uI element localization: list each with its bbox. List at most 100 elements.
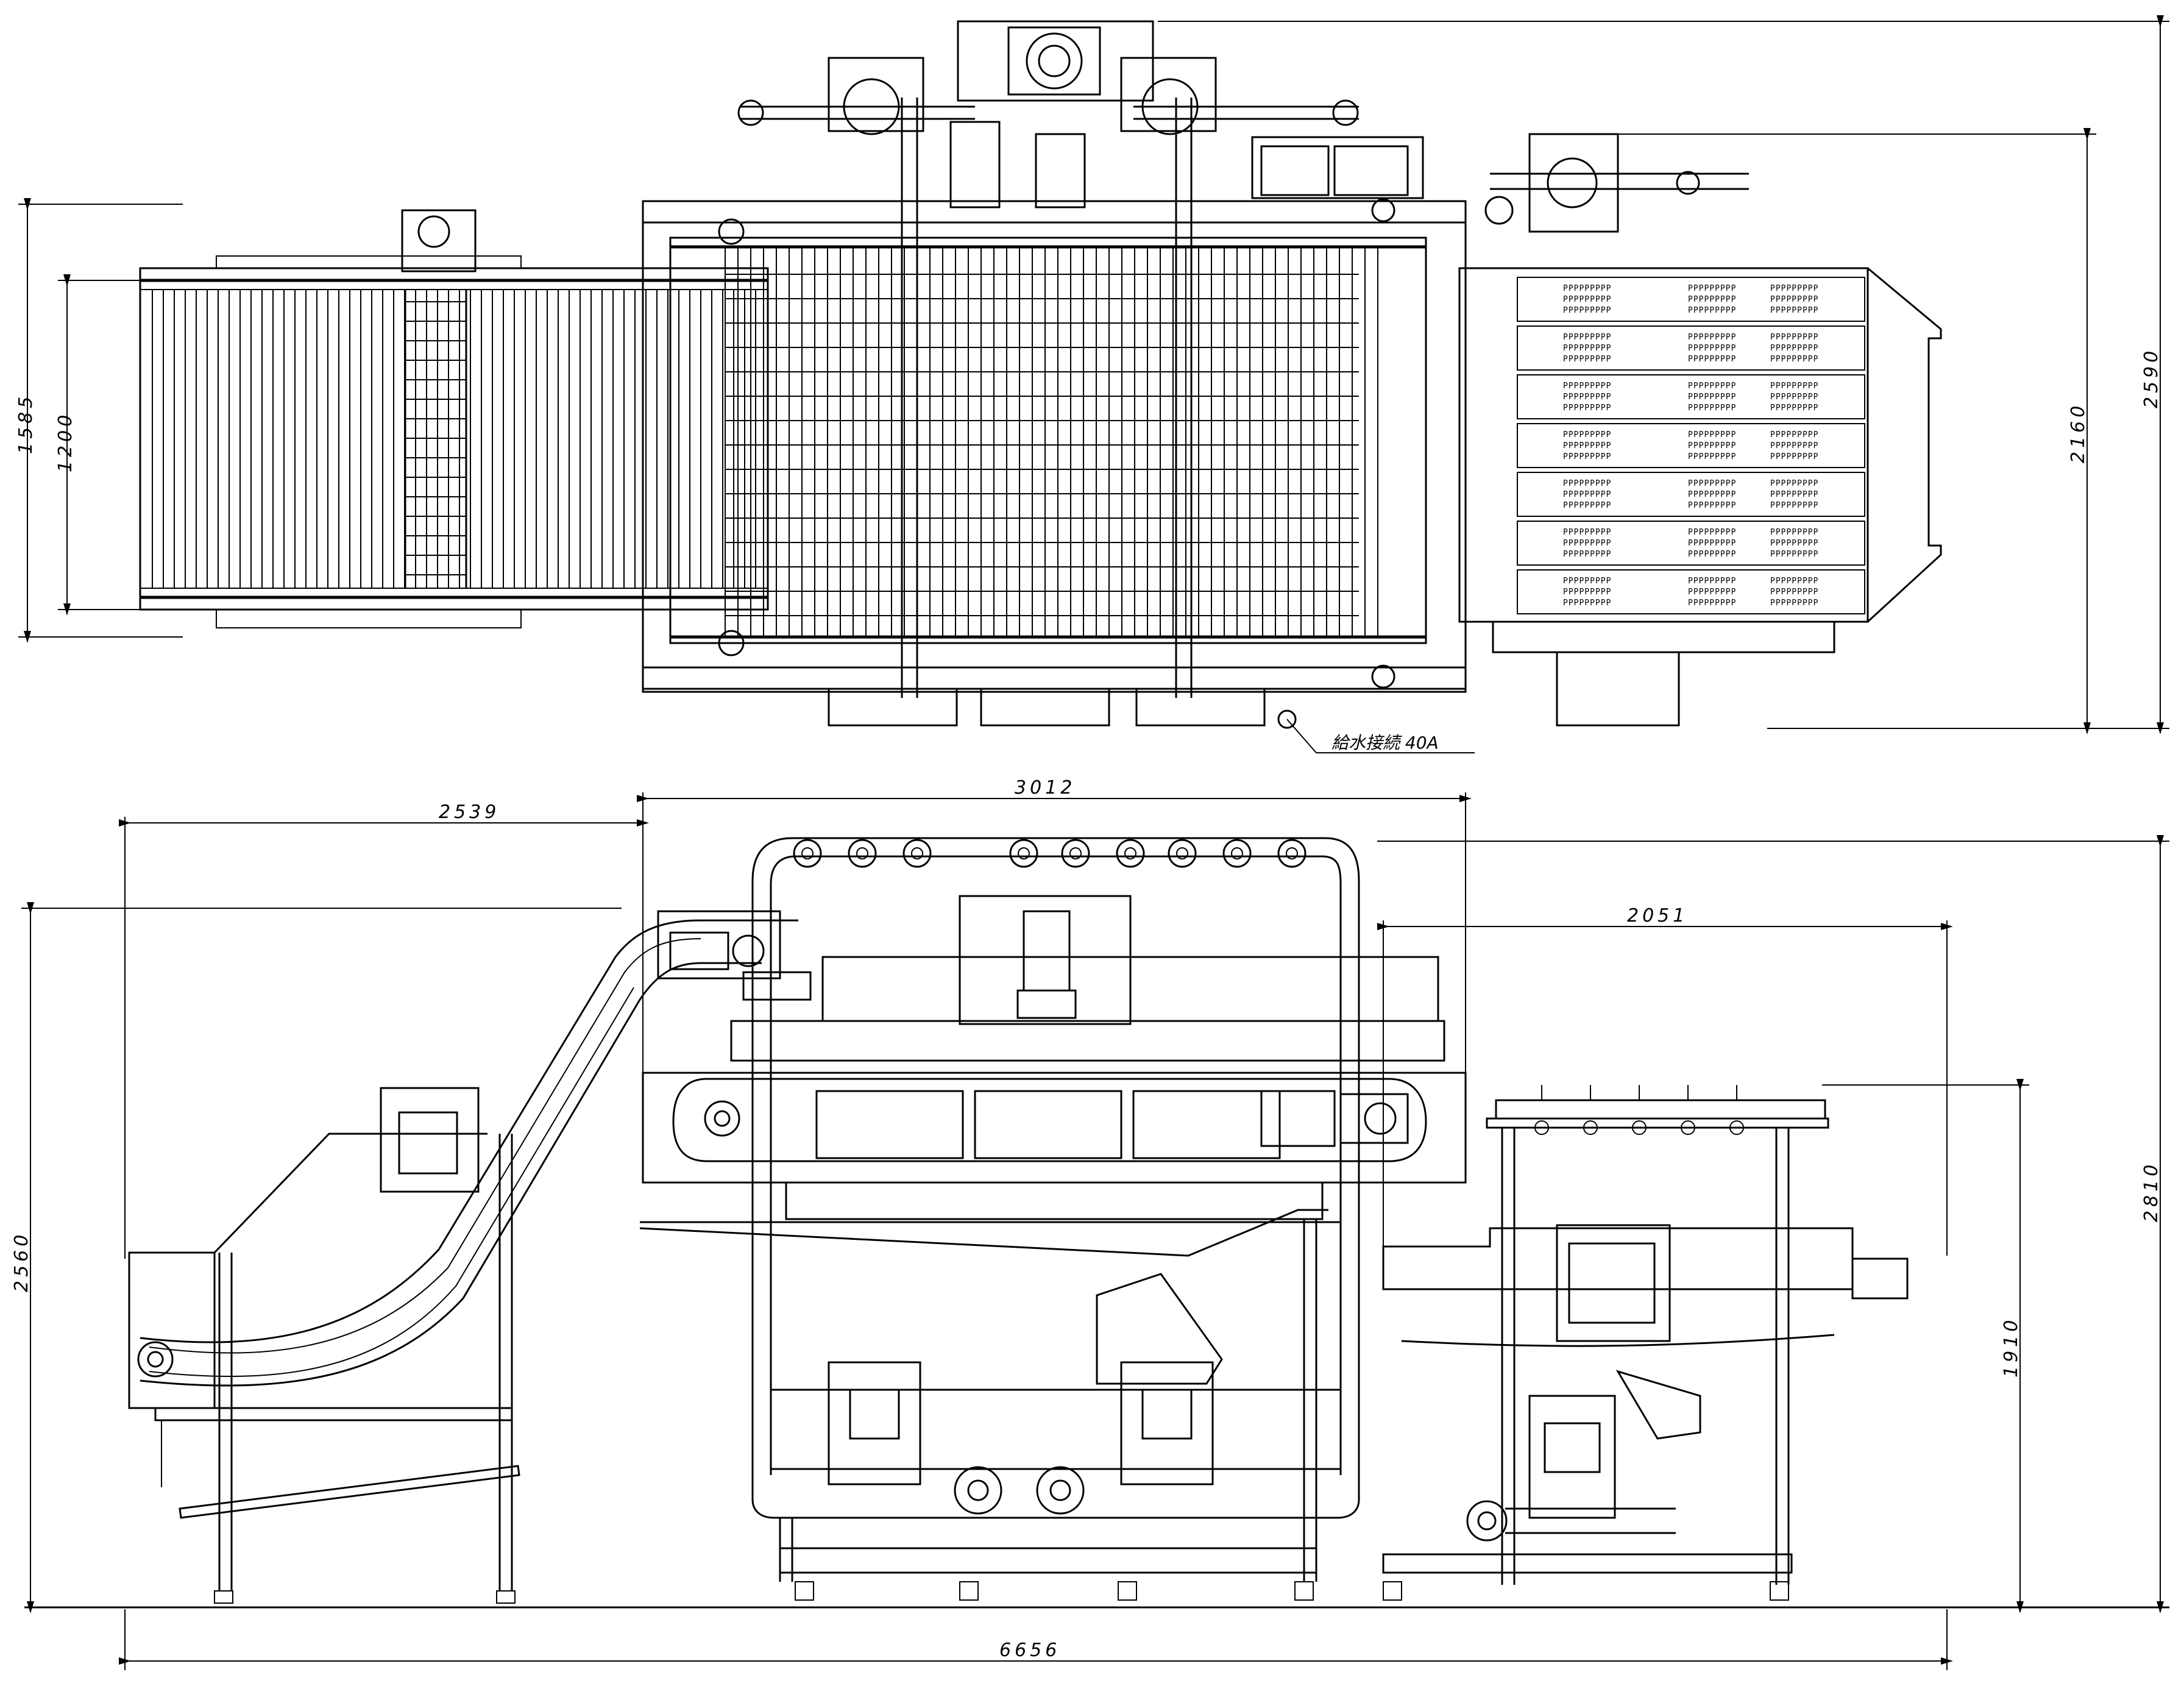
perforation-row: PPPPPPPPP	[1563, 577, 1611, 586]
perforated-panel	[1517, 472, 1865, 517]
perforation-row: PPPPPPPPP	[1563, 490, 1611, 499]
spray-nozzle	[1009, 839, 1038, 868]
perforation-row: PPPPPPPPP	[1688, 393, 1736, 402]
side-dimensions: 3012 2539 2051 2560 1910 2810 6656	[11, 777, 2169, 1670]
spray-nozzle-core	[1124, 847, 1136, 859]
perforation-row: PPPPPPPPP	[1688, 588, 1736, 597]
perforation-row: PPPPPPPPP	[1688, 306, 1736, 315]
perforation-row: PPPPPPPPP	[1563, 539, 1611, 548]
spray-nozzle	[902, 839, 932, 868]
perforation-row: PPPPPPPPP	[1563, 295, 1611, 304]
perforation-row: PPPPPPPPP	[1563, 355, 1611, 364]
perforation-row: PPPPPPPPP	[1563, 344, 1611, 353]
perforated-panel	[1517, 521, 1865, 566]
spray-nozzle-core	[856, 847, 868, 859]
perforation-row: PPPPPPPPP	[1770, 550, 1818, 559]
spray-nozzle-core	[1231, 847, 1243, 859]
drain-pin	[1681, 1120, 1695, 1135]
perforation-row: PPPPPPPPP	[1688, 404, 1736, 413]
perforation-row: PPPPPPPPP	[1770, 452, 1818, 461]
dim-1200: 1200	[55, 411, 76, 472]
drain-tank-side	[1382, 1085, 1909, 1601]
perforation-row: PPPPPPPPP	[1770, 479, 1818, 488]
perforation-row: PPPPPPPPP	[1770, 599, 1818, 608]
side-view: 3012 2539 2051 2560 1910 2810 6656	[11, 777, 2169, 1670]
perforation-row: PPPPPPPPP	[1688, 452, 1736, 461]
perforation-row: PPPPPPPPP	[1563, 430, 1611, 439]
perforation-row: PPPPPPPPP	[1688, 539, 1736, 548]
perforation-row: PPPPPPPPP	[1688, 550, 1736, 559]
spray-nozzle-core	[911, 847, 923, 859]
spray-nozzle-core	[1069, 847, 1082, 859]
perforation-row: PPPPPPPPP	[1770, 393, 1818, 402]
perforation-row: PPPPPPPPP	[1688, 355, 1736, 364]
perforated-panel	[1517, 277, 1865, 322]
drain-pin	[1534, 1120, 1549, 1135]
dim-2539: 2539	[439, 802, 500, 823]
dim-2051: 2051	[1627, 905, 1688, 927]
perforation-row: PPPPPPPPP	[1688, 528, 1736, 537]
perforation-row: PPPPPPPPP	[1770, 306, 1818, 315]
spray-nozzle-core	[1176, 847, 1188, 859]
perforation-row: PPPPPPPPP	[1563, 393, 1611, 402]
water-connection-callout: 給水接続 40A	[1277, 710, 1475, 753]
perforation-row: PPPPPPPPP	[1688, 577, 1736, 586]
perforation-row: PPPPPPPPP	[1563, 501, 1611, 510]
infeed-conveyor-plan	[139, 209, 769, 628]
perforation-row: PPPPPPPPP	[1563, 306, 1611, 315]
perforation-row: PPPPPPPPP	[1563, 404, 1611, 413]
spray-nozzle-core	[1018, 847, 1030, 859]
perforation-row: PPPPPPPPP	[1770, 344, 1818, 353]
spray-nozzle	[1116, 839, 1145, 868]
dim-2560: 2560	[11, 1231, 32, 1292]
spray-nozzle	[1168, 839, 1197, 868]
spray-nozzle-core	[801, 847, 814, 859]
dim-2810: 2810	[2141, 1161, 2162, 1222]
perforation-row: PPPPPPPPP	[1770, 577, 1818, 586]
perforation-row: PPPPPPPPP	[1688, 333, 1736, 342]
perforation-row: PPPPPPPPP	[1688, 490, 1736, 499]
perforation-row: PPPPPPPPP	[1688, 501, 1736, 510]
dim-1910: 1910	[2001, 1317, 2022, 1378]
washer-body-side	[639, 837, 1467, 1601]
perforation-row: PPPPPPPPP	[1688, 344, 1736, 353]
perforation-row: PPPPPPPPP	[1563, 528, 1611, 537]
perforation-row: PPPPPPPPP	[1688, 295, 1736, 304]
perforated-panel	[1517, 423, 1865, 468]
spray-nozzle	[1277, 839, 1306, 868]
perforation-row: PPPPPPPPP	[1770, 490, 1818, 499]
perforation-row: PPPPPPPPP	[1563, 550, 1611, 559]
drain-pin	[1632, 1120, 1647, 1135]
dim-3012: 3012	[1015, 777, 1076, 799]
perforation-row: PPPPPPPPP	[1770, 441, 1818, 450]
perforation-row: PPPPPPPPP	[1563, 588, 1611, 597]
perforated-panel	[1517, 325, 1865, 371]
perforation-row: PPPPPPPPP	[1770, 333, 1818, 342]
perforation-row: PPPPPPPPP	[1688, 284, 1736, 293]
spray-nozzle	[1061, 839, 1090, 868]
spray-nozzle	[793, 839, 822, 868]
dim-2160: 2160	[2068, 402, 2089, 463]
inclined-conveyor-side	[128, 910, 812, 1604]
perforation-row: PPPPPPPPP	[1563, 284, 1611, 293]
dim-1585: 1585	[15, 393, 37, 454]
perforation-row: PPPPPPPPP	[1688, 479, 1736, 488]
plan-dimensions: 1585 1200 2160 2590	[15, 15, 2169, 735]
drain-tank-plan: PPPPPPPPP PPPPPPPPP PPPPPPPPP PPPPPPPPP PPPP…	[1458, 133, 1942, 727]
perforation-row: PPPPPPPPP	[1770, 501, 1818, 510]
dim-6656: 6656	[999, 1640, 1060, 1661]
perforation-row: PPPPPPPPP	[1563, 382, 1611, 391]
perforation-row: PPPPPPPPP	[1770, 528, 1818, 537]
spray-nozzle-core	[1286, 847, 1298, 859]
perforation-row: PPPPPPPPP	[1688, 441, 1736, 450]
spray-nozzle	[1222, 839, 1252, 868]
plan-view: PPPPPPPPP PPPPPPPPP PPPPPPPPP PPPPPPPPP PPPP…	[15, 15, 2169, 753]
perforation-row: PPPPPPPPP	[1563, 479, 1611, 488]
perforation-row: PPPPPPPPP	[1770, 284, 1818, 293]
dim-2590: 2590	[2141, 347, 2162, 408]
drain-pin	[1583, 1120, 1598, 1135]
water-connection-label: 給水接続 40A	[1331, 733, 1439, 753]
perforation-row: PPPPPPPPP	[1563, 599, 1611, 608]
perforation-row: PPPPPPPPP	[1770, 404, 1818, 413]
